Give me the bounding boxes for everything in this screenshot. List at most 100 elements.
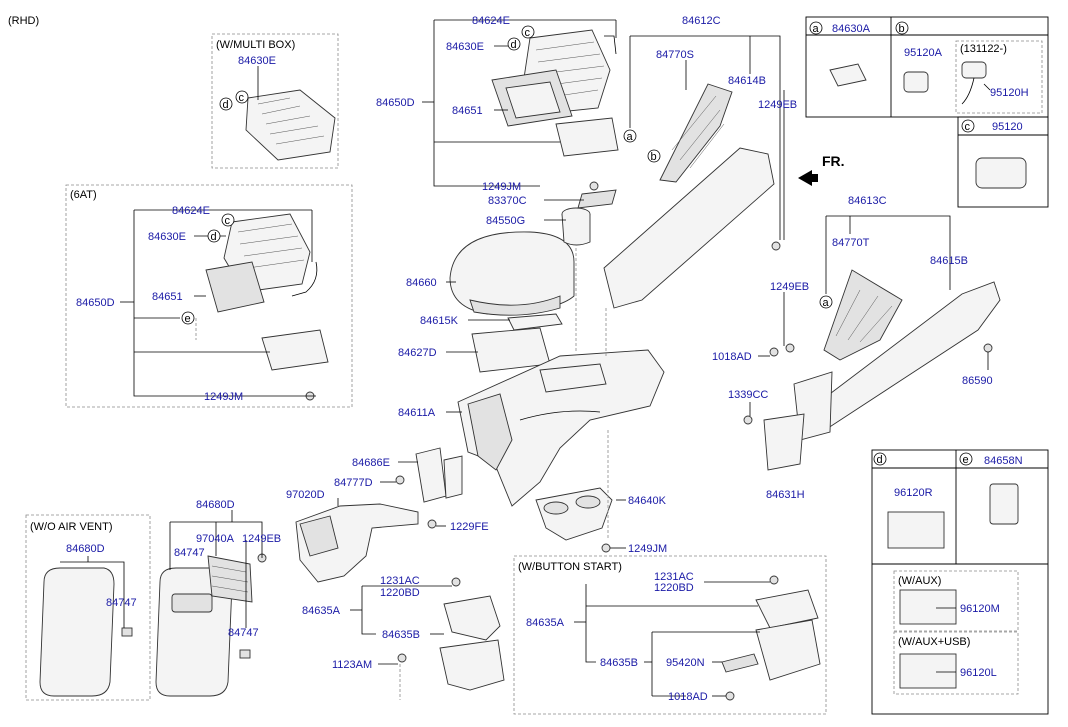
part-97040A: 97040A bbox=[196, 533, 235, 545]
date-note: (131122-) bbox=[960, 43, 1007, 55]
part-84640K: 84640K bbox=[628, 495, 667, 507]
marker-a-legend: a bbox=[813, 23, 820, 35]
part-95420N: 95420N bbox=[666, 657, 705, 669]
duct-part bbox=[295, 503, 419, 583]
part-84680D-rear: 84680D bbox=[196, 499, 235, 511]
legend-icons bbox=[829, 61, 1027, 689]
button-start-frame bbox=[513, 555, 827, 715]
leader-lines bbox=[60, 19, 991, 697]
part-1249JM-6at: 1249JM bbox=[204, 391, 243, 403]
button-start-title: (W/BUTTON START) bbox=[518, 561, 622, 573]
six-at-title: (6AT) bbox=[70, 189, 97, 201]
marker-a-right: a bbox=[823, 297, 830, 309]
marker-c-6at: c bbox=[225, 215, 231, 227]
part-number-labels: 84630E 84624E 84630E 84651 84650D 1249JM… bbox=[66, 15, 1029, 703]
pad-mat-part bbox=[471, 313, 563, 373]
marker-a-console: a bbox=[627, 131, 634, 143]
part-84615B: 84615B bbox=[930, 255, 968, 267]
part-95120A: 95120A bbox=[904, 47, 943, 59]
marker-d-upper: d bbox=[511, 39, 517, 51]
callout-circles: c d c d e c d a b a a b c d e bbox=[181, 21, 975, 466]
part-84612C: 84612C bbox=[682, 15, 721, 27]
part-95120H: 95120H bbox=[990, 87, 1029, 99]
part-1249JM-lower: 1249JM bbox=[628, 543, 667, 555]
part-84635A-left: 84635A bbox=[302, 605, 341, 617]
part-84680D-woav: 84680D bbox=[66, 543, 105, 555]
part-1231AC-left: 1231AC bbox=[380, 575, 420, 587]
part-84650D-6at: 84650D bbox=[76, 297, 115, 309]
section-titles: (RHD) (W/MULTI BOX) (6AT) (W/O AIR VENT)… bbox=[8, 15, 1007, 648]
marker-b-legend: b bbox=[899, 23, 905, 35]
variant-note: (RHD) bbox=[8, 15, 39, 27]
part-1249EB-upper: 1249EB bbox=[758, 99, 797, 111]
part-84658N: 84658N bbox=[984, 455, 1023, 467]
marker-c-upper: c bbox=[525, 27, 531, 39]
part-84615K: 84615K bbox=[420, 315, 459, 327]
part-84635B-left: 84635B bbox=[382, 629, 420, 641]
part-86590: 86590 bbox=[962, 375, 993, 387]
console-body-part bbox=[457, 349, 665, 507]
multi-box-frame bbox=[211, 33, 339, 169]
aux-title: (W/AUX) bbox=[898, 575, 941, 587]
part-1249EB-rear: 1249EB bbox=[242, 533, 281, 545]
marker-b-console: b bbox=[651, 151, 657, 163]
marker-d-legend: d bbox=[877, 454, 883, 466]
part-1018AD-right: 1018AD bbox=[712, 351, 752, 363]
aux-usb-title: (W/AUX+USB) bbox=[898, 636, 970, 648]
part-95120: 95120 bbox=[992, 121, 1023, 133]
part-84630A: 84630A bbox=[832, 23, 871, 35]
part-1339CC: 1339CC bbox=[728, 389, 768, 401]
part-1249JM-upper: 1249JM bbox=[482, 181, 521, 193]
part-84611A: 84611A bbox=[398, 407, 436, 419]
part-84747-rear-top: 84747 bbox=[174, 547, 205, 559]
six-at-frame bbox=[65, 184, 353, 408]
legend-table-bottom bbox=[871, 449, 1049, 715]
part-84635B-bs: 84635B bbox=[600, 657, 638, 669]
assembly-guides bbox=[195, 248, 609, 700]
part-84770T: 84770T bbox=[832, 237, 870, 249]
part-97020D: 97020D bbox=[286, 489, 325, 501]
part-84770S: 84770S bbox=[656, 49, 694, 61]
part-84630E-6at: 84630E bbox=[148, 231, 186, 243]
six-at-tray-part bbox=[205, 213, 329, 371]
marker-d-multibox: d bbox=[223, 99, 229, 111]
upper-bezel-part bbox=[491, 29, 619, 157]
part-84686E: 84686E bbox=[352, 457, 390, 469]
part-84651-upper: 84651 bbox=[452, 105, 483, 117]
part-84635A-bs: 84635A bbox=[526, 617, 565, 629]
part-84550G: 84550G bbox=[486, 215, 525, 227]
part-84650D-upper: 84650D bbox=[376, 97, 415, 109]
part-84624E-upper: 84624E bbox=[472, 15, 510, 27]
part-84631H: 84631H bbox=[766, 489, 805, 501]
multi-box-tray-part bbox=[245, 89, 336, 161]
part-84613C: 84613C bbox=[848, 195, 887, 207]
part-84624E-6at: 84624E bbox=[172, 205, 210, 217]
marker-d-6at: d bbox=[211, 231, 217, 243]
part-1249EB-right: 1249EB bbox=[770, 281, 809, 293]
part-83370C: 83370C bbox=[488, 195, 527, 207]
part-96120R: 96120R bbox=[894, 487, 933, 499]
part-1220BD-left: 1220BD bbox=[380, 587, 420, 599]
part-1018AD-bs: 1018AD bbox=[668, 691, 708, 703]
part-1220BD-bs: 1220BD bbox=[654, 582, 694, 594]
cup-holder-part bbox=[535, 487, 613, 541]
part-84651-6at: 84651 bbox=[152, 291, 183, 303]
part-84660: 84660 bbox=[406, 277, 437, 289]
front-arrow-icon bbox=[798, 170, 818, 186]
part-1231AC-bs: 1231AC bbox=[654, 571, 694, 583]
multi-box-title: (W/MULTI BOX) bbox=[216, 39, 295, 51]
wo-air-vent-title: (W/O AIR VENT) bbox=[30, 521, 113, 533]
side-cover-left-part bbox=[603, 83, 775, 309]
side-cover-right-part bbox=[793, 269, 1001, 441]
armrest-part bbox=[449, 189, 617, 316]
front-label: FR. bbox=[822, 153, 845, 169]
part-84630E-multibox: 84630E bbox=[238, 55, 276, 67]
part-96120L: 96120L bbox=[960, 667, 997, 679]
part-84747-woav: 84747 bbox=[106, 597, 137, 609]
wo-air-vent-frame bbox=[25, 514, 151, 701]
marker-e-legend: e bbox=[963, 454, 969, 466]
marker-e-6at: e bbox=[185, 313, 191, 325]
fastener-parts bbox=[121, 181, 993, 701]
part-84627D: 84627D bbox=[398, 347, 437, 359]
